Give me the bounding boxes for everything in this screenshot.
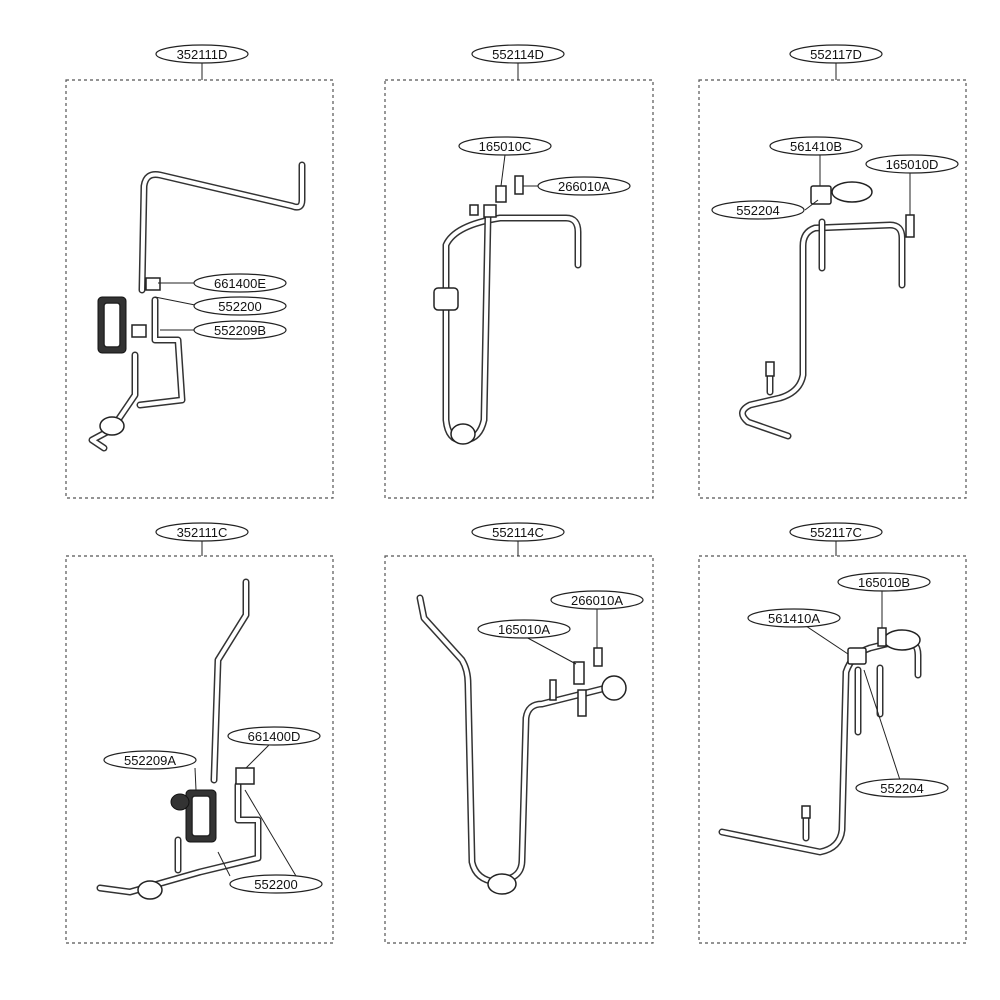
muffler bbox=[137, 880, 163, 900]
svg-text:552204: 552204 bbox=[880, 781, 923, 796]
callout-165010B[interactable]: 165010B bbox=[837, 572, 931, 592]
muffler bbox=[99, 416, 125, 436]
panel-frame bbox=[698, 79, 967, 499]
pipe-assembly bbox=[739, 181, 915, 440]
damper bbox=[450, 423, 476, 445]
svg-text:266010A: 266010A bbox=[571, 593, 623, 608]
hose-loop bbox=[831, 181, 873, 203]
valve-561410A bbox=[847, 647, 867, 665]
svg-text:661400D: 661400D bbox=[248, 729, 301, 744]
pipe-assembly bbox=[433, 175, 582, 445]
svg-text:552200: 552200 bbox=[254, 877, 297, 892]
panel-code-callout[interactable]: 352111C bbox=[155, 522, 249, 542]
callout-552209B[interactable]: 552209B bbox=[193, 320, 287, 340]
svg-text:561410B: 561410B bbox=[790, 139, 842, 154]
panel-code-callout[interactable]: 552117C bbox=[789, 522, 883, 542]
callout-552204[interactable]: 552204 bbox=[711, 200, 805, 220]
svg-text:552209A: 552209A bbox=[124, 753, 176, 768]
callout-552209A[interactable]: 552209A bbox=[103, 750, 197, 770]
panel-frame bbox=[384, 79, 654, 499]
callout-661400E[interactable]: 661400E bbox=[193, 273, 287, 293]
fitting-165010C bbox=[495, 185, 507, 203]
valve-fitting bbox=[235, 767, 255, 785]
clamp bbox=[601, 675, 627, 701]
svg-text:352111C: 352111C bbox=[177, 525, 228, 540]
callout-661400D[interactable]: 661400D bbox=[227, 726, 321, 746]
panel-552117D: 552117D 561410B 165010D 552204 bbox=[698, 44, 967, 499]
panel-552114D: 552114D 165010C 266010A bbox=[384, 44, 654, 499]
svg-text:552117D: 552117D bbox=[810, 47, 862, 62]
panel-352111C: 352111C 661400D 552209A bbox=[65, 522, 334, 944]
callout-561410B[interactable]: 561410B bbox=[769, 136, 863, 156]
callout-165010D[interactable]: 165010D bbox=[865, 154, 959, 174]
callout-552200[interactable]: 552200 bbox=[229, 874, 323, 894]
valve-561410B bbox=[810, 185, 832, 205]
svg-text:552117C: 552117C bbox=[810, 525, 862, 540]
panel-code-callout[interactable]: 552117D bbox=[789, 44, 883, 64]
svg-text:165010A: 165010A bbox=[498, 622, 550, 637]
panel-frame bbox=[65, 555, 334, 944]
callout-165010A[interactable]: 165010A bbox=[477, 619, 571, 639]
fitting-165010B bbox=[877, 627, 887, 647]
svg-text:552114D: 552114D bbox=[492, 47, 544, 62]
svg-text:266010A: 266010A bbox=[558, 179, 610, 194]
panel-352111D: 352111D 661400E 552200 bbox=[65, 44, 334, 499]
pipe-assembly bbox=[96, 578, 262, 900]
svg-text:165010D: 165010D bbox=[886, 157, 939, 172]
svg-text:561410A: 561410A bbox=[768, 611, 820, 626]
panel-552117C: 552117C 165010B 561410A bbox=[698, 522, 967, 944]
panel-frame bbox=[698, 555, 967, 944]
pipe-assembly bbox=[416, 594, 627, 895]
panel-code-callout[interactable]: 552114D bbox=[471, 44, 565, 64]
svg-text:165010B: 165010B bbox=[858, 575, 910, 590]
clamp bbox=[433, 287, 459, 311]
svg-text:552114C: 552114C bbox=[492, 525, 544, 540]
svg-text:552209B: 552209B bbox=[214, 323, 266, 338]
panel-552114C: 552114C 266010A 165010A bbox=[384, 522, 654, 944]
valve-fitting bbox=[145, 277, 161, 291]
fitting-266010A bbox=[593, 647, 603, 667]
fitting-165010D bbox=[905, 214, 915, 238]
fitting-165010A bbox=[573, 661, 585, 685]
panel-frame bbox=[384, 555, 654, 944]
callout-266010A[interactable]: 266010A bbox=[550, 590, 644, 610]
panel-code-callout[interactable]: 352111D bbox=[155, 44, 249, 64]
svg-text:552200: 552200 bbox=[218, 299, 261, 314]
hose-loop bbox=[883, 629, 921, 651]
panel-code: 352111D bbox=[177, 47, 228, 62]
panel-code-callout[interactable]: 552114C bbox=[471, 522, 565, 542]
callout-561410A[interactable]: 561410A bbox=[747, 608, 841, 628]
svg-text:661400E: 661400E bbox=[214, 276, 266, 291]
svg-text:552204: 552204 bbox=[736, 203, 779, 218]
callout-266010A[interactable]: 266010A bbox=[537, 176, 631, 196]
damper bbox=[487, 873, 517, 895]
callout-552204[interactable]: 552204 bbox=[855, 778, 949, 798]
pipe-assembly bbox=[88, 161, 306, 452]
callout-552200[interactable]: 552200 bbox=[193, 296, 287, 316]
fitting-266010A bbox=[514, 175, 524, 195]
svg-text:165010C: 165010C bbox=[479, 139, 532, 154]
panel-frame bbox=[65, 79, 334, 499]
callout-165010C[interactable]: 165010C bbox=[458, 136, 552, 156]
pipe-assembly bbox=[718, 627, 922, 856]
